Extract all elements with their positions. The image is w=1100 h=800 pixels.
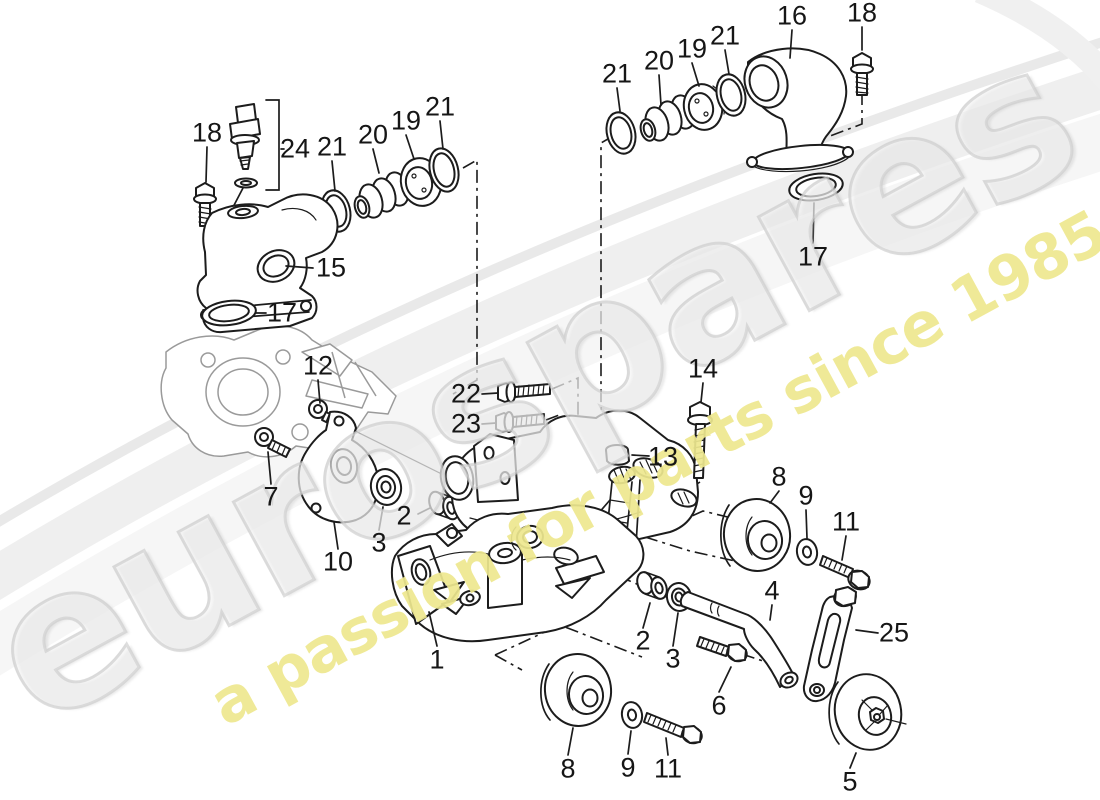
callout-part-21: 21 bbox=[424, 91, 456, 122]
part-21-o-ring bbox=[428, 147, 460, 193]
part-6-bolt bbox=[696, 636, 748, 663]
callout-part-6: 6 bbox=[711, 690, 727, 721]
part-9-washer-top bbox=[795, 538, 819, 566]
part-1-pump-housing bbox=[390, 504, 645, 643]
part-17-gasket-right bbox=[788, 172, 844, 202]
part-15-water-outlet-elbow bbox=[196, 193, 339, 334]
callout-part-21: 21 bbox=[316, 131, 348, 162]
part-9-washer-bottom bbox=[620, 701, 644, 729]
part-21-o-ring bbox=[605, 111, 637, 155]
callout-part-21: 21 bbox=[601, 58, 633, 89]
part-13-nut bbox=[605, 444, 630, 466]
callout-part-21: 21 bbox=[709, 20, 741, 51]
callout-part-17: 17 bbox=[266, 297, 298, 328]
callout-part-15: 15 bbox=[315, 252, 347, 283]
background-swoosh bbox=[0, 0, 1100, 600]
leader-lines bbox=[205, 26, 879, 769]
callout-part-2: 2 bbox=[635, 625, 651, 656]
callout-part-9: 9 bbox=[798, 480, 814, 511]
callout-part-17: 17 bbox=[797, 241, 829, 272]
part-14-long-bolt bbox=[687, 401, 713, 479]
callout-part-2: 2 bbox=[396, 500, 412, 531]
callout-part-18: 18 bbox=[191, 117, 223, 148]
callout-part-13: 13 bbox=[647, 441, 679, 472]
part-24-temperature-sensor bbox=[229, 99, 280, 212]
callout-part-3: 3 bbox=[665, 643, 681, 674]
part-8-roller-top bbox=[720, 498, 792, 572]
part-3-seal-top bbox=[369, 468, 403, 506]
part-7-socket-bolt bbox=[254, 427, 291, 458]
callout-part-5: 5 bbox=[842, 766, 858, 797]
callout-part-1: 1 bbox=[429, 644, 445, 675]
callout-part-22: 22 bbox=[450, 378, 482, 409]
callout-part-19: 19 bbox=[676, 33, 708, 64]
callout-part-14: 14 bbox=[687, 353, 719, 384]
callout-part-10: 10 bbox=[322, 546, 354, 577]
callout-part-8: 8 bbox=[771, 461, 787, 492]
callout-part-11: 11 bbox=[831, 506, 861, 537]
callout-part-18: 18 bbox=[846, 0, 878, 28]
part-11-bolt-bottom bbox=[643, 712, 703, 745]
callout-part-20: 20 bbox=[643, 45, 675, 76]
callout-part-23: 23 bbox=[450, 408, 482, 439]
part-10-cover-plate bbox=[297, 410, 380, 524]
callout-part-9: 9 bbox=[620, 752, 636, 783]
callout-part-25: 25 bbox=[878, 617, 910, 648]
part-17-gasket-left bbox=[201, 299, 257, 327]
part-25-tensioner-bracket bbox=[802, 586, 857, 703]
part-11-bolt-top bbox=[819, 555, 871, 591]
part-23-bolt bbox=[495, 411, 545, 433]
callout-part-20: 20 bbox=[357, 119, 389, 150]
callout-part-16: 16 bbox=[776, 0, 808, 31]
part-22-bolt bbox=[497, 381, 551, 403]
part-18-bolt-left bbox=[193, 182, 217, 227]
callout-part-12: 12 bbox=[302, 350, 334, 381]
callout-part-8: 8 bbox=[560, 753, 576, 784]
callout-part-19: 19 bbox=[390, 105, 422, 136]
callout-part-7: 7 bbox=[263, 481, 279, 512]
callout-part-3: 3 bbox=[371, 527, 387, 558]
part-2-bushing-bottom bbox=[636, 571, 668, 600]
part-5-tensioner-roller bbox=[828, 673, 907, 751]
callout-part-24: 24 bbox=[279, 133, 311, 164]
part-18-bolt-right bbox=[850, 52, 874, 96]
callout-part-4: 4 bbox=[764, 575, 780, 606]
part-16-water-pipe-elbow bbox=[743, 47, 854, 173]
part-4-tensioner-rod bbox=[679, 591, 799, 689]
part-21-o-ring bbox=[715, 73, 747, 117]
part-8-roller-bottom bbox=[540, 653, 613, 727]
callout-part-11: 11 bbox=[653, 753, 683, 784]
